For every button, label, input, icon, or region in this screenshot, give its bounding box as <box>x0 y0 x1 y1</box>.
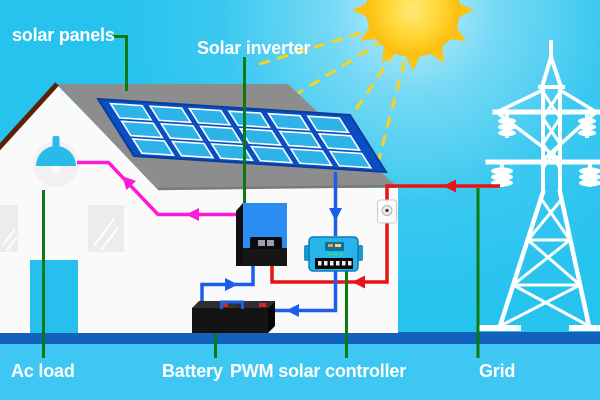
battery-side <box>268 301 275 333</box>
arrow-left-icon <box>352 275 365 289</box>
inverter-base <box>243 248 287 266</box>
tower-leg-bracing <box>497 197 592 329</box>
solar-cell <box>280 131 321 147</box>
battery-terminal <box>259 303 266 307</box>
label-line-solar-panels <box>112 35 128 91</box>
solar-cell <box>201 126 242 142</box>
controller-terminal-block <box>315 258 353 269</box>
sun-disc <box>366 0 460 57</box>
inverter-display-digit <box>267 240 274 246</box>
label-solar-panels: solar panels <box>12 25 115 45</box>
label-ac-load: Ac load <box>11 361 75 381</box>
arrow-right-icon <box>225 278 238 291</box>
solar-cell <box>111 104 151 120</box>
controller-terminal <box>324 261 328 266</box>
controller-terminal <box>342 261 346 266</box>
battery-jumper-wire <box>220 300 244 309</box>
ground-stripe <box>0 332 600 344</box>
solar-cell <box>308 116 349 132</box>
tower-mast <box>541 85 562 194</box>
tower-upper-arm-struts <box>494 87 599 163</box>
arrow-left-icon <box>186 208 199 221</box>
window <box>0 205 18 252</box>
lamp-notch <box>49 166 63 174</box>
controller-led <box>334 253 338 255</box>
solar-cell <box>212 144 253 160</box>
window-glare <box>93 218 119 251</box>
insulator-icon <box>498 112 516 138</box>
lamp-shade <box>36 146 76 166</box>
battery-front <box>230 308 268 333</box>
insulator-icon <box>578 112 596 138</box>
solar-cell <box>133 139 174 155</box>
controller-display <box>325 242 344 251</box>
lamp-stem <box>52 136 60 148</box>
controller-display-char <box>335 244 341 247</box>
roof-eave-edge <box>157 184 398 191</box>
sun-ray-icon <box>369 42 411 191</box>
window-glare <box>2 228 18 251</box>
flow-arrows <box>122 176 456 317</box>
controller-terminal <box>336 261 340 266</box>
solar-cell <box>269 114 310 130</box>
controller-led <box>340 253 343 255</box>
label-lines <box>42 35 480 358</box>
solar-panel-array-icon <box>98 99 386 172</box>
solar-inverter-icon <box>236 203 287 266</box>
controller-terminal <box>330 261 334 266</box>
wall-outlet-icon <box>377 199 397 224</box>
inverter-display-digit <box>258 240 265 246</box>
solar-cell <box>161 124 202 140</box>
solar-cell <box>330 151 371 167</box>
tower-legs <box>497 189 592 329</box>
tower-insulators <box>491 112 600 187</box>
controller-terminal <box>348 261 352 266</box>
solar-cell <box>189 109 230 125</box>
door <box>30 260 78 333</box>
inverter-side <box>236 203 243 266</box>
label-solar-inverter: Solar inverter <box>197 38 311 58</box>
label-pwm-controller: PWM solar controller <box>230 361 407 381</box>
insulator-icon <box>579 162 600 187</box>
controller-led <box>328 253 332 255</box>
label-battery: Battery <box>162 361 223 381</box>
arrow-left-icon <box>286 304 299 317</box>
solar-cell <box>122 121 162 137</box>
solar-cell <box>172 141 213 157</box>
sun-icon <box>352 0 474 71</box>
insulator-icon <box>491 162 513 187</box>
solar-cell <box>150 106 191 122</box>
tower-mast-bracing <box>540 89 563 171</box>
solar-cell <box>319 134 360 150</box>
battery-terminal <box>221 303 228 307</box>
battery-bank-icon <box>192 300 275 333</box>
arrow-left-icon <box>443 179 456 193</box>
grid-tower-icon <box>479 40 600 331</box>
roof-fascia <box>0 82 59 151</box>
ceiling-lamp-icon <box>33 136 79 187</box>
controller-display-char <box>328 244 333 247</box>
arrow-diagonal-icon <box>122 176 136 190</box>
controller-terminal <box>318 261 322 266</box>
wire-grid-red <box>270 184 500 284</box>
ground <box>0 344 600 400</box>
arrow-down-icon <box>329 208 342 221</box>
label-grid: Grid <box>479 361 516 381</box>
house <box>0 84 398 333</box>
pwm-controller-icon <box>304 236 363 272</box>
battery-front <box>192 308 230 333</box>
solar-cell <box>251 146 291 162</box>
outlet-hole <box>385 208 389 213</box>
solar-cell <box>291 149 332 165</box>
inverter-display <box>250 237 282 249</box>
